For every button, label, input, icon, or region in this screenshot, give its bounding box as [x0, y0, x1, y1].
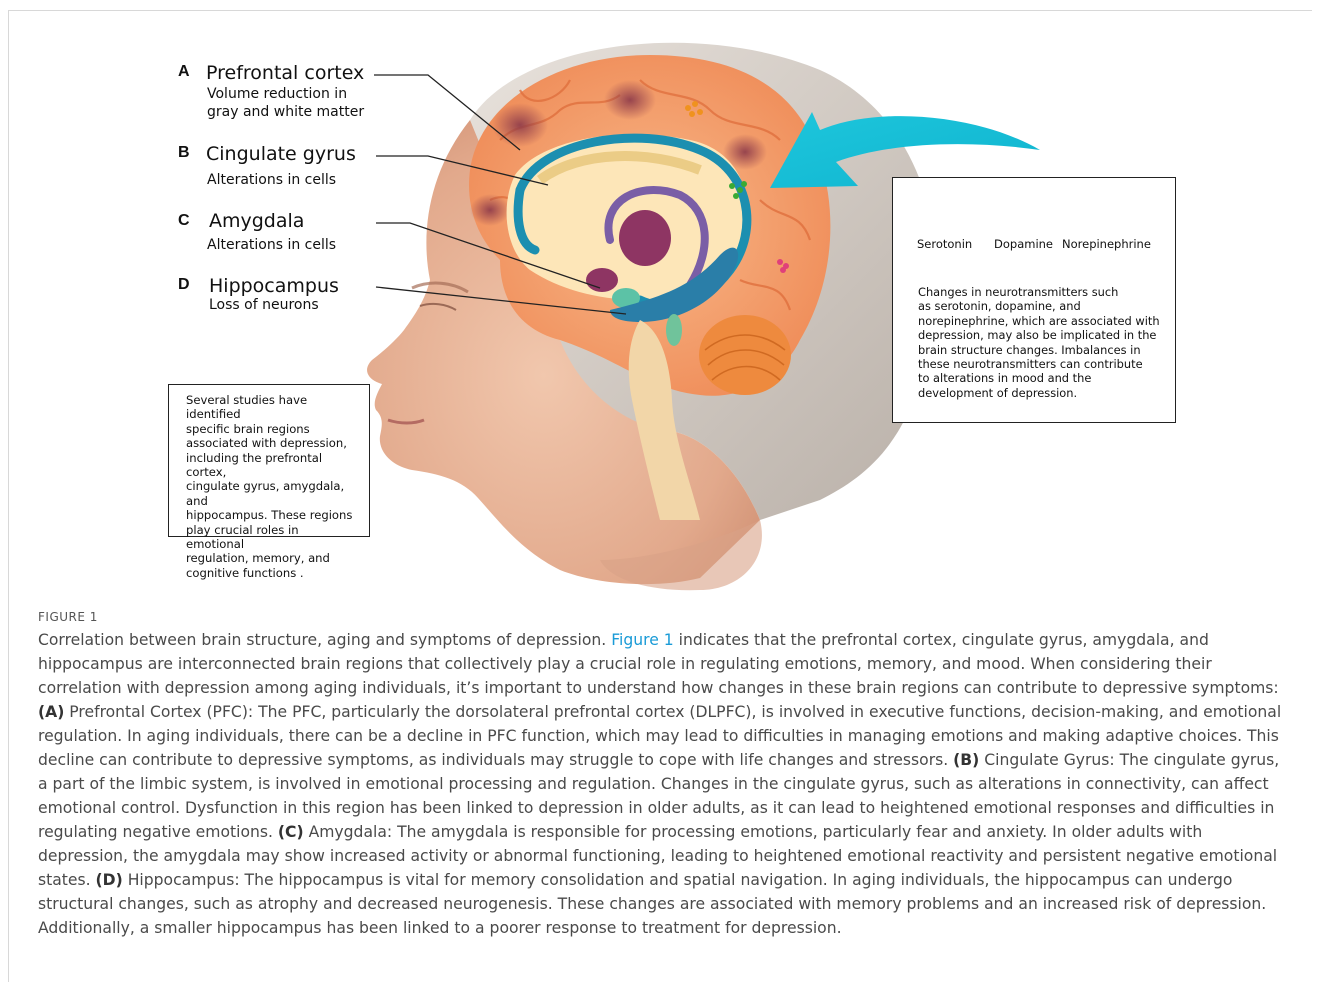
- neurotransmitter-note-line: as serotonin, dopamine, and: [918, 299, 1170, 313]
- label-d-title: Hippocampus: [209, 275, 339, 297]
- label-b-sub: Alterations in cells: [207, 171, 336, 189]
- regions-note-line: hippocampus. These regions: [186, 508, 359, 522]
- neurotransmitter-note-line: these neurotransmitters can contribute: [918, 357, 1170, 371]
- label-a-title: Prefrontal cortex: [206, 62, 364, 84]
- regions-note-box: Several studies have identified specific…: [168, 384, 370, 537]
- norepinephrine-label: Norepinephrine: [1062, 237, 1151, 251]
- neurotransmitter-note-line: depression, may also be implicated in th…: [918, 328, 1170, 342]
- label-d-letter: D: [178, 276, 190, 294]
- caption-label-d: (D): [96, 871, 123, 889]
- neurotransmitter-note-line: brain structure changes. Imbalances in: [918, 343, 1170, 357]
- caption-label-a: (A): [38, 703, 64, 721]
- regions-note-line: including the prefrontal cortex,: [186, 451, 359, 480]
- regions-note-line: play crucial roles in emotional: [186, 523, 359, 552]
- neurotransmitter-note-line: development of depression.: [918, 386, 1170, 400]
- dopamine-label: Dopamine: [994, 237, 1053, 251]
- regions-note-line: associated with depression,: [186, 436, 359, 450]
- figure-caption: Correlation between brain structure, agi…: [38, 628, 1288, 940]
- label-a-letter: A: [178, 63, 190, 81]
- caption-text-d: Hippocampus: The hippocampus is vital fo…: [38, 871, 1266, 937]
- regions-note-line: specific brain regions: [186, 422, 359, 436]
- label-d-sub: Loss of neurons: [209, 296, 319, 314]
- neurotransmitter-box: Serotonin Dopamine Norepinephrine Change…: [892, 177, 1176, 423]
- neurotransmitter-note-line: Changes in neurotransmitters such: [918, 285, 1170, 299]
- regions-note-line: cognitive functions .: [186, 566, 359, 580]
- figure-label: FIGURE 1: [38, 610, 98, 624]
- caption-label-b: (B): [953, 751, 979, 769]
- label-c-sub: Alterations in cells: [207, 236, 336, 254]
- regions-note-line: regulation, memory, and: [186, 551, 359, 565]
- serotonin-label: Serotonin: [917, 237, 972, 251]
- caption-intro: Correlation between brain structure, agi…: [38, 631, 611, 649]
- neurotransmitter-note-line: norepinephrine, which are associated wit…: [918, 314, 1170, 328]
- label-a-sub-1: Volume reduction in: [207, 85, 347, 103]
- neurotransmitter-note: Changes in neurotransmitters such as ser…: [918, 285, 1170, 400]
- label-c-letter: C: [178, 212, 190, 230]
- label-b-letter: B: [178, 144, 190, 162]
- cerebellum-shape: [699, 315, 791, 395]
- regions-note-line: cingulate gyrus, amygdala, and: [186, 479, 359, 508]
- regions-note-line: Several studies have identified: [186, 393, 359, 422]
- label-a-sub-2: gray and white matter: [207, 103, 364, 121]
- figure-link[interactable]: Figure 1: [611, 631, 674, 649]
- caption-label-c: (C): [278, 823, 304, 841]
- neurotransmitter-note-line: to alterations in mood and the: [918, 371, 1170, 385]
- label-b-title: Cingulate gyrus: [206, 143, 356, 165]
- label-c-title: Amygdala: [209, 210, 304, 232]
